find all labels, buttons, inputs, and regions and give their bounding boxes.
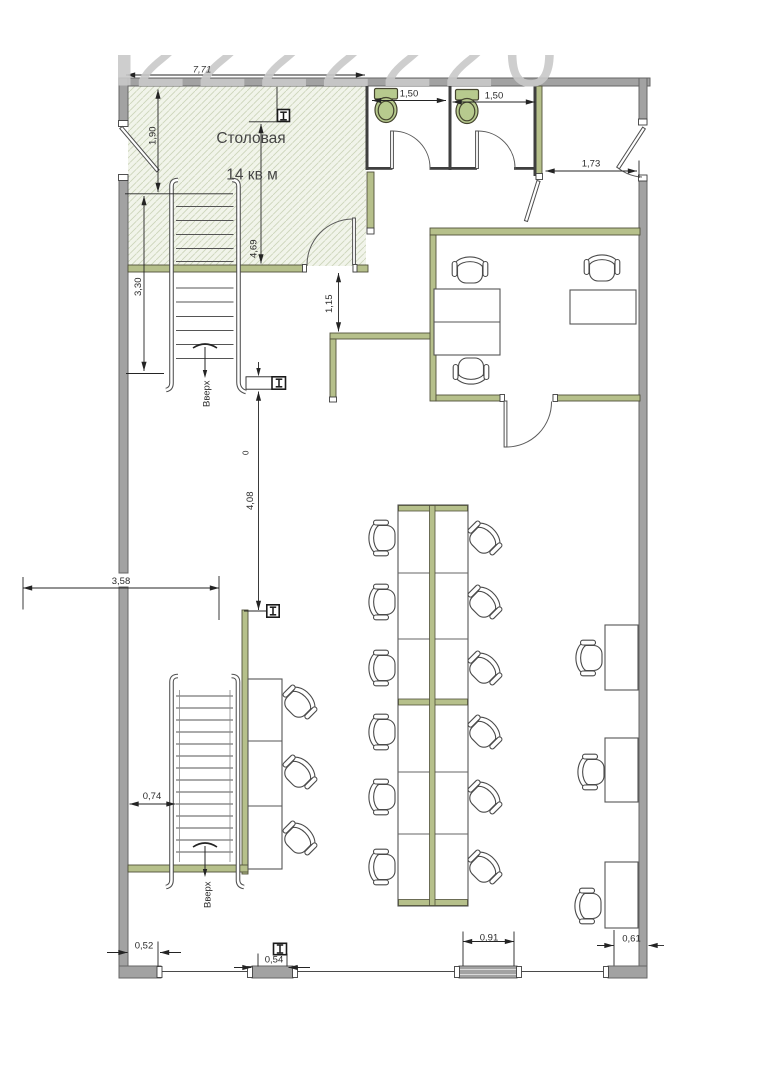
svg-text:0: 0 xyxy=(242,450,251,455)
svg-text:Вверх: Вверх xyxy=(203,881,214,908)
svg-text:0,54: 0,54 xyxy=(265,955,284,966)
svg-text:0,74: 0,74 xyxy=(143,791,162,802)
svg-text:0,91: 0,91 xyxy=(480,933,499,944)
svg-text:Столовая: Столовая xyxy=(216,130,285,147)
svg-text:Вверх: Вверх xyxy=(202,380,213,407)
svg-text:0,61: 0,61 xyxy=(622,934,641,945)
svg-text:3,30: 3,30 xyxy=(133,278,144,297)
svg-text:2222220: 2222220 xyxy=(134,0,566,107)
svg-text:4,08: 4,08 xyxy=(245,492,256,511)
svg-text:7,71: 7,71 xyxy=(193,65,212,76)
svg-text:0,52: 0,52 xyxy=(135,941,154,952)
svg-text:4,69: 4,69 xyxy=(249,240,260,259)
svg-text:1,90: 1,90 xyxy=(148,127,159,146)
svg-text:1,50: 1,50 xyxy=(485,91,504,102)
svg-text:3,58: 3,58 xyxy=(112,576,131,587)
svg-text:1,73: 1,73 xyxy=(582,159,601,170)
svg-text:1,50: 1,50 xyxy=(400,89,419,100)
svg-text:1,15: 1,15 xyxy=(324,295,335,314)
svg-text:14 кв м: 14 кв м xyxy=(226,167,278,184)
